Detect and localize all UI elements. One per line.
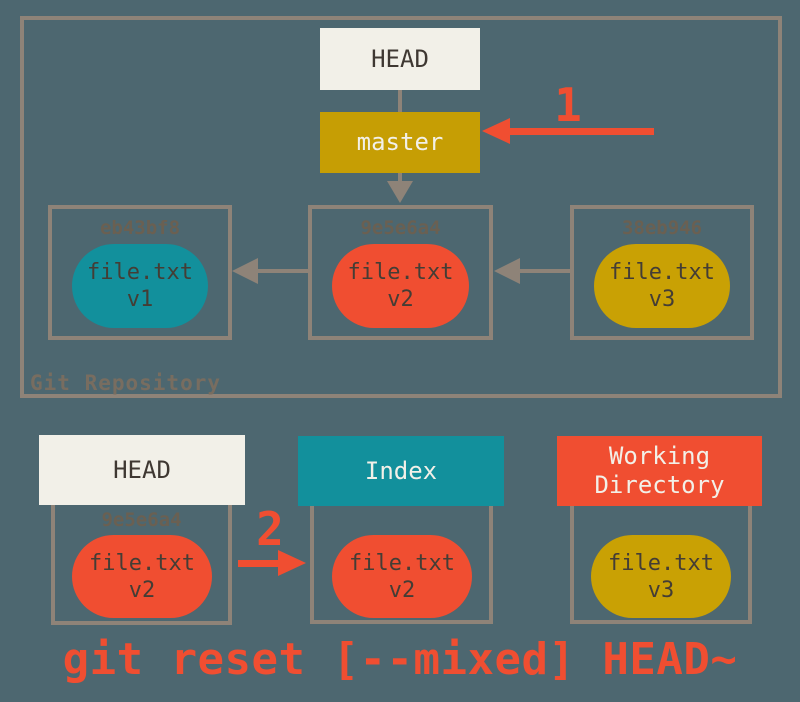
blob-version: v1	[126, 287, 154, 312]
step-1-arrow-head-icon	[482, 118, 510, 144]
git-command-caption: git reset [--mixed] HEAD~	[62, 634, 738, 685]
blob-version: v2	[128, 577, 156, 603]
blob-filename: file.txt	[349, 550, 455, 576]
commit-box-eb43bf8: eb43bf8 file.txt v1	[48, 205, 232, 340]
commit3-to-commit2-arrow-line	[518, 269, 570, 273]
blob-version: v3	[647, 577, 675, 603]
commit2-to-commit1-arrow-icon	[232, 258, 258, 284]
file-blob-v1: file.txt v1	[72, 244, 208, 328]
commit-box-9e5e6a4: 9e5e6a4 file.txt v2	[308, 205, 493, 340]
head-pointer-label: HEAD	[371, 44, 429, 73]
step-1-label: 1	[554, 78, 582, 132]
index-file-blob: file.txt v2	[332, 535, 472, 618]
workdir-area-title: Working Directory	[594, 442, 725, 499]
master-branch-label: master	[356, 128, 444, 156]
blob-version: v2	[387, 287, 414, 312]
commit-hash: 38eb946	[621, 217, 703, 239]
index-area-header: Index	[298, 436, 504, 506]
file-blob-v2: file.txt v2	[332, 244, 469, 328]
step-2-arrow-head-icon	[278, 550, 306, 576]
blob-filename: file.txt	[89, 550, 195, 576]
workdir-file-blob: file.txt v3	[591, 535, 731, 618]
master-branch-box: master	[320, 112, 480, 173]
step-2-arrow-line	[238, 560, 280, 567]
workdir-area-header: Working Directory	[557, 436, 762, 506]
head-area-header: HEAD	[39, 435, 245, 505]
head-to-master-connector	[398, 90, 402, 113]
step-2-label: 2	[256, 502, 284, 556]
commit2-to-commit1-arrow-line	[256, 269, 308, 273]
head-content-box: 9e5e6a4 file.txt v2	[51, 505, 232, 625]
blob-filename: file.txt	[609, 260, 715, 285]
down-arrow-icon	[387, 181, 413, 203]
index-area-title: Index	[364, 456, 438, 485]
head-area-title: HEAD	[113, 455, 171, 484]
blob-filename: file.txt	[87, 260, 193, 285]
blob-version: v3	[648, 287, 676, 312]
commit-hash: 9e5e6a4	[101, 509, 182, 531]
commit3-to-commit2-arrow-icon	[494, 258, 520, 284]
git-repository-box	[20, 16, 782, 398]
step-1-arrow-line	[508, 128, 654, 135]
git-repository-label: Git Repository	[30, 371, 222, 395]
commit-hash: 9e5e6a4	[360, 217, 441, 239]
head-pointer-box: HEAD	[320, 28, 480, 90]
blob-filename: file.txt	[347, 260, 454, 285]
index-content-box: file.txt v2	[310, 506, 493, 624]
blob-version: v2	[388, 577, 416, 603]
file-blob-v3: file.txt v3	[594, 244, 730, 328]
workdir-content-box: file.txt v3	[570, 506, 752, 624]
master-to-commit-connector	[398, 173, 402, 183]
commit-box-38eb946: 38eb946 file.txt v3	[570, 205, 754, 340]
head-file-blob: file.txt v2	[72, 535, 212, 618]
commit-hash: eb43bf8	[99, 217, 181, 239]
blob-filename: file.txt	[608, 550, 714, 576]
